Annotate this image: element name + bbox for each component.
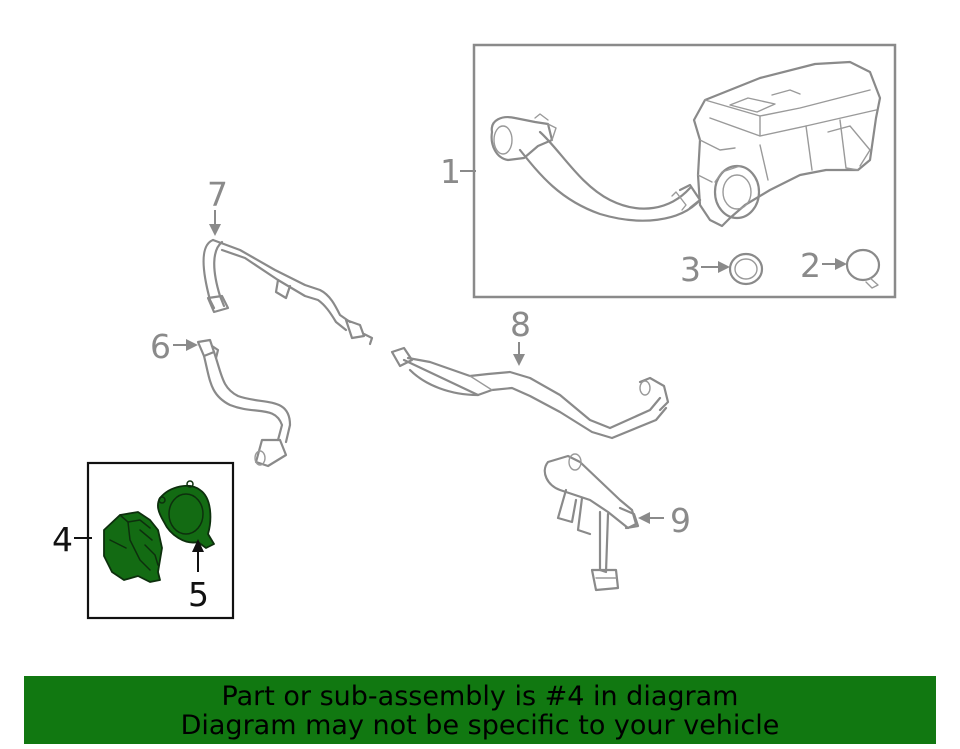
part-8-hose: [390, 346, 670, 440]
banner-line-2: Diagram may not be specific to your vehi…: [180, 710, 780, 741]
callout-6: 6: [150, 327, 171, 366]
callout-9: 9: [670, 501, 691, 540]
callout-1: 1: [440, 152, 461, 191]
part-3-o-ring: [728, 252, 764, 286]
part-7-pipe: [202, 238, 374, 346]
callout-5: 5: [188, 575, 209, 614]
part-4-frame: [86, 461, 235, 620]
banner-line-1: Part or sub-assembly is #4 in diagram: [221, 681, 739, 712]
callout-3: 3: [680, 250, 701, 289]
callout-2: 2: [800, 246, 821, 285]
callout-7: 7: [207, 175, 228, 214]
part-6-hose: [196, 338, 292, 468]
part-1-reservoir: [490, 60, 882, 228]
notice-banner: Part or sub-assembly is #4 in diagram Di…: [24, 676, 936, 744]
callout-8: 8: [510, 305, 531, 344]
part-5-gasket: [157, 480, 215, 549]
callout-4: 4: [52, 520, 73, 559]
part-2-clamp: [845, 248, 881, 289]
part-4-assembly: [103, 511, 163, 583]
part-9-valve: [543, 453, 640, 592]
